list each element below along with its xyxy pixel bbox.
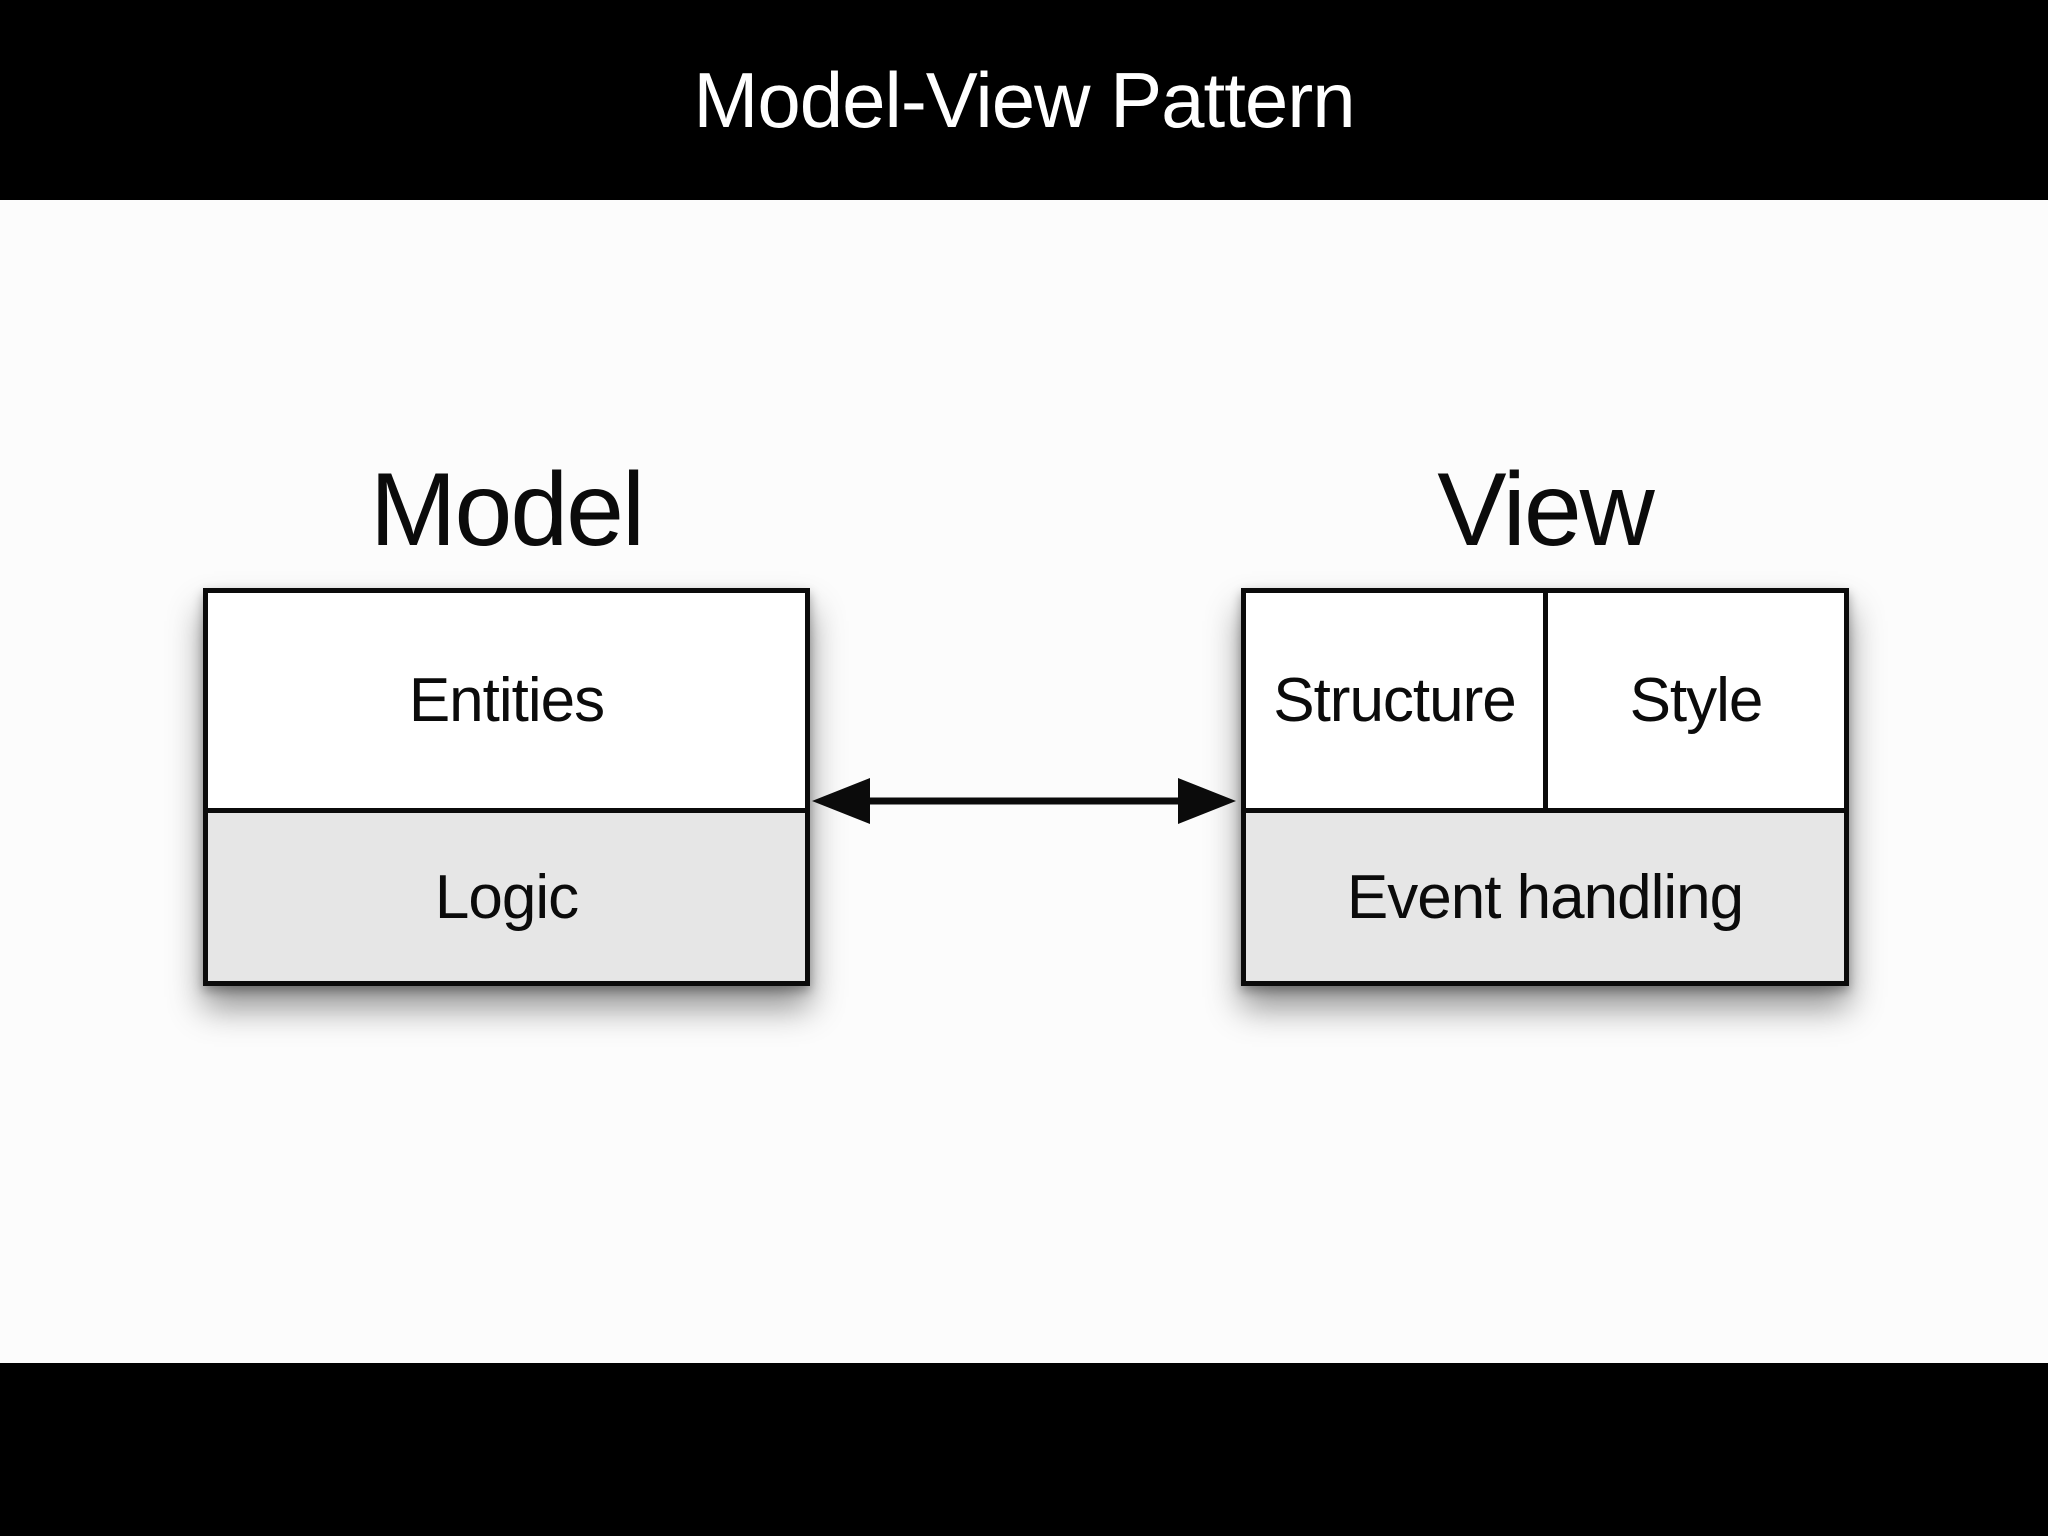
view-structure-label: Structure (1273, 666, 1517, 735)
model-entities-cell: Entities (208, 593, 805, 813)
bottom-bar (0, 1363, 2048, 1536)
view-event-handling-cell: Event handling (1246, 813, 1844, 981)
double-arrow-icon (812, 778, 1236, 824)
model-heading: Model (369, 452, 645, 568)
view-style-label: Style (1629, 666, 1764, 735)
view-style-cell: Style (1548, 593, 1844, 808)
view-top-row: Structure Style (1246, 593, 1844, 813)
slide-title: Model-View Pattern (693, 55, 1355, 144)
view-heading: View (1437, 452, 1655, 568)
model-logic-cell: Logic (208, 813, 805, 981)
top-title-bar: Model-View Pattern (0, 0, 2048, 200)
view-box: Structure Style Event handling (1241, 588, 1849, 986)
view-structure-cell: Structure (1246, 593, 1548, 808)
model-box: Entities Logic (203, 588, 810, 986)
view-event-handling-label: Event handling (1346, 862, 1744, 932)
model-entities-label: Entities (408, 666, 605, 735)
model-logic-label: Logic (434, 862, 579, 932)
